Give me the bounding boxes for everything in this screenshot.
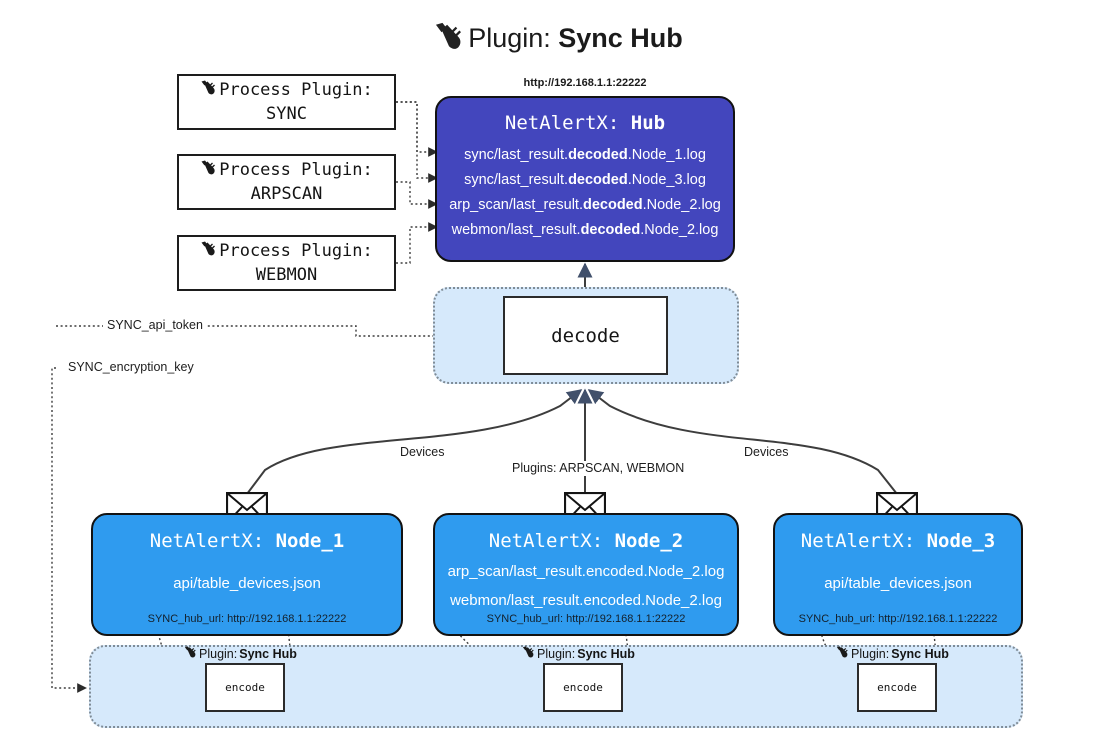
hub-log-pre: sync/last_result. [464, 172, 569, 188]
plug-icon [184, 646, 197, 662]
node-3[interactable]: NetAlertX: Node_3 api/table_devices.json… [773, 513, 1023, 636]
edge-label-devices-left: Devices [396, 445, 449, 460]
caption-name: Sync Hub [577, 646, 635, 661]
process-plugin-arpscan[interactable]: Process Plugin: ARPSCAN [177, 154, 396, 210]
caption-name: Sync Hub [239, 646, 297, 661]
wire-node3-to-decode [587, 389, 898, 495]
hub-log-post: .Node_1.log [627, 147, 706, 163]
plug-icon [522, 646, 535, 662]
node-footer: SYNC_hub_url: http://192.168.1.1:22222 [798, 613, 998, 625]
caption-name: Sync Hub [891, 646, 949, 661]
setting-encryption-key-label: SYNC_encryption_key [64, 360, 198, 375]
process-plugin-title: Process Plugin: [219, 80, 373, 100]
encode-plugin-caption-2: Plugin: Sync Hub [522, 646, 635, 662]
node-header-name: Node_2 [614, 530, 684, 552]
hub-log-lines: sync/last_result.decoded.Node_1.log sync… [437, 143, 733, 243]
caption-prefix: Plugin: [199, 646, 238, 661]
hub-log-pre: arp_scan/last_result. [449, 197, 583, 213]
node-header-prefix: NetAlertX: [149, 530, 276, 552]
hub-log-strong: decoded [568, 147, 628, 163]
process-plugin-webmon[interactable]: Process Plugin: WEBMON [177, 235, 396, 291]
hub-log-strong: decoded [568, 172, 628, 188]
node-header: NetAlertX: Node_1 [93, 529, 401, 553]
node-log-line: arp_scan/last_result.encoded.Node_2.log [447, 563, 725, 580]
decode-label: decode [551, 324, 620, 347]
caption-prefix: Plugin: [537, 646, 576, 661]
node-log-line: api/table_devices.json [824, 575, 972, 592]
hub-log-strong: decoded [580, 222, 641, 238]
plug-icon [836, 646, 849, 662]
setting-api-token-label: SYNC_api_token [103, 318, 207, 333]
plug-icon [200, 158, 217, 182]
process-plugin-sync[interactable]: Process Plugin: SYNC [177, 74, 396, 130]
plug-icon [200, 239, 217, 263]
hub-log-post: .Node_2.log [640, 222, 719, 238]
node-header: NetAlertX: Node_3 [775, 529, 1021, 553]
encode-box-2[interactable]: encode [543, 663, 623, 712]
encode-box-3[interactable]: encode [857, 663, 937, 712]
node-header-prefix: NetAlertX: [800, 530, 927, 552]
edge-label-devices-right: Devices [740, 445, 793, 460]
node-1[interactable]: NetAlertX: Node_1 api/table_devices.json… [91, 513, 403, 636]
node-log-line: api/table_devices.json [173, 575, 321, 592]
wire-arpscan-to-hub-line3 [396, 181, 438, 209]
encode-plugin-caption-3: Plugin: Sync Hub [836, 646, 949, 662]
hub-header: NetAlertX: Hub [437, 111, 733, 135]
hub-node[interactable]: NetAlertX: Hub sync/last_result.decoded.… [435, 96, 735, 262]
wire-encryption-key-to-encode-zone [51, 367, 87, 693]
hub-log-post: .Node_2.log [642, 197, 721, 213]
process-plugin-name: WEBMON [255, 265, 318, 285]
hub-log-post: .Node_3.log [627, 172, 706, 188]
node-footer: SYNC_hub_url: http://192.168.1.1:22222 [147, 613, 347, 625]
encode-label: encode [877, 681, 917, 694]
hub-header-name: Hub [630, 112, 666, 134]
wire-webmon-to-hub-line4 [396, 222, 438, 264]
encode-label: encode [225, 681, 265, 694]
plug-icon [200, 78, 217, 102]
hub-log-line: sync/last_result.decoded.Node_3.log [437, 168, 733, 193]
encode-label: encode [563, 681, 603, 694]
hub-log-pre: sync/last_result. [464, 147, 569, 163]
hub-log-strong: decoded [582, 197, 643, 213]
hub-url-label: http://192.168.1.1:22222 [523, 77, 647, 89]
node-header: NetAlertX: Node_2 [435, 529, 737, 553]
encode-plugin-caption-1: Plugin: Sync Hub [184, 646, 297, 662]
node-header-name: Node_3 [926, 530, 996, 552]
caption-prefix: Plugin: [851, 646, 890, 661]
wire-node2-to-encode2 [435, 564, 531, 687]
node-header-prefix: NetAlertX: [488, 530, 615, 552]
hub-log-line: sync/last_result.decoded.Node_1.log [437, 143, 733, 168]
wire-api-token-to-decode [56, 325, 498, 341]
page-title: Plugin: Sync Hub [0, 16, 1117, 63]
encode-box-1[interactable]: encode [205, 663, 285, 712]
process-plugin-name: ARPSCAN [250, 184, 323, 204]
process-plugin-title: Process Plugin: [219, 160, 373, 180]
wire-node1-to-decode [246, 389, 583, 495]
wire-sync-to-hub-line2 [396, 101, 438, 183]
hub-log-line: arp_scan/last_result.decoded.Node_2.log [437, 193, 733, 218]
node-log-line: webmon/last_result.encoded.Node_2.log [450, 592, 722, 609]
decode-box[interactable]: decode [503, 296, 668, 375]
node-header-name: Node_1 [275, 530, 345, 552]
hub-log-line: webmon/last_result.decoded.Node_2.log [437, 218, 733, 243]
node-2[interactable]: NetAlertX: Node_2 arp_scan/last_result.e… [433, 513, 739, 636]
edge-label-plugins-center: Plugins: ARPSCAN, WEBMON [508, 461, 689, 476]
page-title-prefix: Plugin: [468, 23, 559, 53]
process-plugin-title: Process Plugin: [219, 241, 373, 261]
hub-log-pre: webmon/last_result. [451, 222, 581, 238]
plug-icon [434, 19, 464, 63]
process-plugin-name: SYNC [266, 104, 307, 124]
hub-header-prefix: NetAlertX: [504, 112, 631, 134]
node-footer: SYNC_hub_url: http://192.168.1.1:22222 [486, 613, 686, 625]
page-title-name: Sync Hub [558, 23, 683, 53]
